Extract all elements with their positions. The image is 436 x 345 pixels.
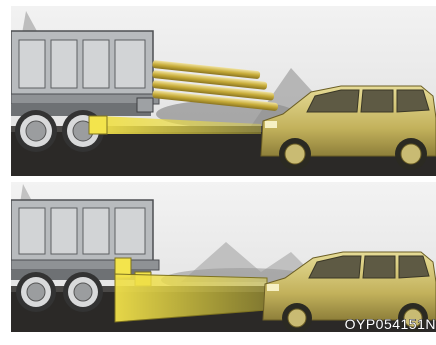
sensor-highlight — [89, 116, 107, 134]
truck-wheel — [15, 110, 57, 152]
figure-code: OYP054151N — [345, 316, 436, 332]
illustration-bottom: OYP054151N — [11, 182, 436, 332]
truck-wheel — [16, 272, 56, 312]
truck-wheel — [63, 272, 103, 312]
illustration-top — [11, 6, 436, 176]
